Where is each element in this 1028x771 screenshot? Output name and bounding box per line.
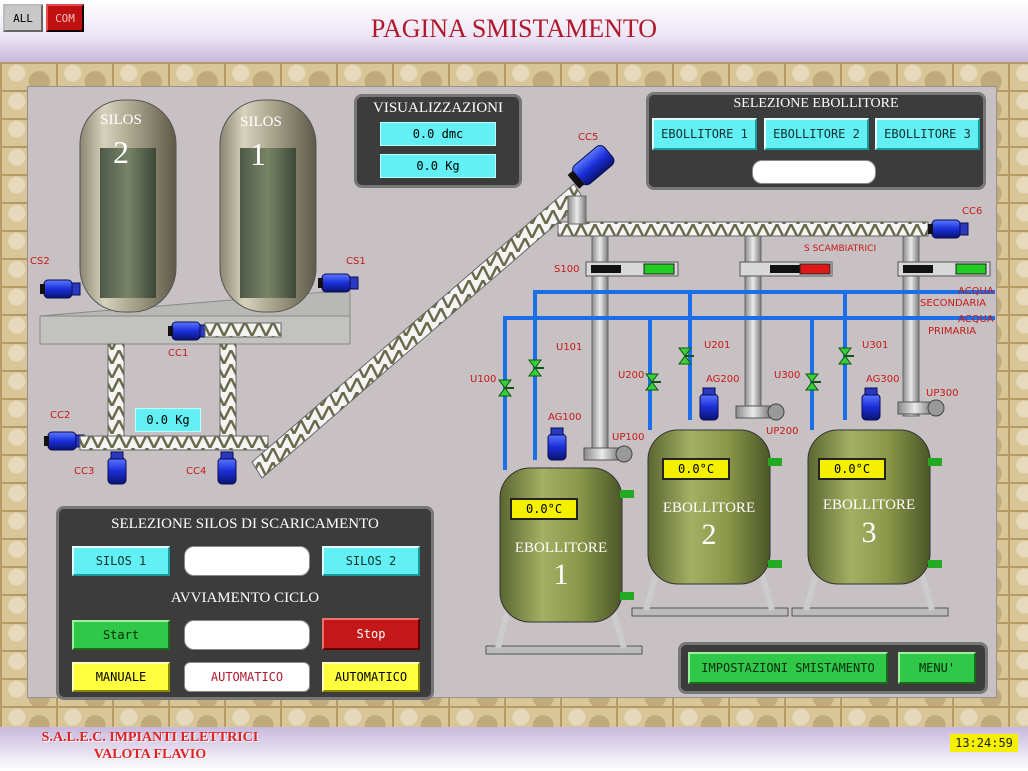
cc2-motor-icon	[43, 431, 85, 451]
conveyor-weight-display: 0.0 Kg	[135, 408, 201, 432]
silo-2-label: SILOS	[100, 112, 142, 128]
tank-2-number: 2	[701, 518, 717, 551]
start-button[interactable]: Start	[72, 620, 170, 650]
ag300-motor-icon	[861, 387, 881, 421]
valve-u101-icon	[528, 359, 545, 377]
visualizzazioni-title: VISUALIZZAZIONI	[373, 100, 503, 116]
cc5-label: CC5	[578, 132, 599, 143]
header-bar	[0, 0, 1028, 62]
footer-bar	[0, 727, 1028, 771]
silo-1-shape	[219, 99, 317, 313]
mode-display: AUTOMATICO	[184, 662, 310, 692]
cc6-motor-icon	[927, 219, 969, 239]
cc4-label: CC4	[186, 466, 207, 477]
process-diagram	[39, 99, 995, 655]
cc3-label: CC3	[74, 466, 95, 477]
weight-display: 0.0 Kg	[380, 154, 496, 178]
silos-2-button[interactable]: SILOS 2	[322, 546, 420, 576]
avviamento-ciclo-title: AVVIAMENTO CICLO	[170, 590, 320, 606]
ebollitore-2-button[interactable]: EBOLLITORE 2	[764, 118, 869, 150]
ag100-motor-icon	[547, 427, 567, 461]
tank-2-label: EBOLLITORE	[662, 500, 756, 516]
company-name: S.A.L.E.C. IMPIANTI ELETTRICI	[41, 730, 259, 745]
u300-label: U300	[774, 370, 801, 381]
scambiatrici-indicator	[739, 261, 833, 277]
up300-label: UP300	[926, 388, 959, 399]
cc6-label: CC6	[962, 206, 983, 217]
cs2-motor-icon	[39, 279, 81, 299]
ag200-label: AG200	[706, 374, 740, 385]
s100-indicator	[585, 261, 679, 277]
silo-discharge-title: SELEZIONE SILOS DI SCARICAMENTO	[111, 516, 379, 532]
u100-label: U100	[470, 374, 497, 385]
cc1-label: CC1	[168, 348, 189, 359]
volume-display: 0.0 dmc	[380, 122, 496, 146]
cs1-motor-icon	[317, 273, 359, 293]
u200-label: U200	[618, 370, 645, 381]
s100-label: S100	[554, 264, 580, 275]
acqua-secondaria-label-1: ACQUA	[958, 286, 994, 297]
tank-3-label: EBOLLITORE	[822, 497, 916, 513]
tank-2-temperature: 0.0°C	[662, 458, 730, 480]
com-button[interactable]: COM	[46, 4, 84, 32]
silo-1-label: SILOS	[240, 114, 282, 130]
u101-label: U101	[556, 342, 583, 353]
tank-3-temperature: 0.0°C	[818, 458, 886, 480]
valve-u301-icon	[838, 347, 855, 365]
impostazioni-smistamento-button[interactable]: IMPOSTAZIONI SMISTAMENTO	[688, 652, 888, 684]
tank-3-number: 3	[861, 516, 877, 549]
ag300-label: AG300	[866, 374, 900, 385]
up100-label: UP100	[612, 432, 645, 443]
manuale-button[interactable]: MANUALE	[72, 662, 170, 692]
tank-1-label: EBOLLITORE	[514, 540, 608, 556]
ag200-motor-icon	[699, 387, 719, 421]
silos-1-button[interactable]: SILOS 1	[72, 546, 170, 576]
acqua-secondaria-label-2: SECONDARIA	[920, 298, 987, 309]
selezione-ebollitore-title: SELEZIONE EBOLLITORE	[733, 96, 899, 111]
silo-1-number: 1	[250, 136, 266, 172]
tank-1-number: 1	[553, 558, 569, 591]
cs2-label: CS2	[30, 256, 50, 267]
tank-1-temperature: 0.0°C	[510, 498, 578, 520]
scambiatrici-label: S SCAMBIATRICI	[804, 244, 877, 254]
ebollitore-selection-display	[752, 160, 876, 184]
automatico-button[interactable]: AUTOMATICO	[322, 662, 420, 692]
s300-indicator	[897, 261, 991, 277]
valve-u300-icon	[805, 373, 822, 391]
acqua-primaria-label-2: PRIMARIA	[928, 326, 977, 337]
u201-label: U201	[704, 340, 731, 351]
valve-u100-icon	[498, 379, 515, 397]
cc5-motor-icon	[567, 145, 615, 189]
up200-label: UP200	[766, 426, 799, 437]
silo-selection-display	[184, 546, 310, 576]
ag100-label: AG100	[548, 412, 582, 423]
acqua-primaria-label-1: ACQUA	[958, 314, 994, 325]
cc1-motor-icon	[167, 321, 209, 341]
company-owner: VALOTA FLAVIO	[93, 747, 207, 762]
cc3-motor-icon	[107, 451, 127, 485]
menu-button[interactable]: MENU'	[898, 652, 976, 684]
cc2-label: CC2	[50, 410, 71, 421]
clock-display: 13:24:59	[950, 734, 1018, 752]
silo-2-shape	[79, 99, 177, 313]
ebollitore-1-button[interactable]: EBOLLITORE 1	[652, 118, 757, 150]
page-title: PAGINA SMISTAMENTO	[370, 14, 658, 43]
ebollitore-3-button[interactable]: EBOLLITORE 3	[875, 118, 980, 150]
cc4-motor-icon	[217, 451, 237, 485]
u301-label: U301	[862, 340, 889, 351]
cs1-label: CS1	[346, 256, 366, 267]
stop-button[interactable]: Stop	[322, 618, 420, 650]
silo-2-number: 2	[113, 134, 129, 170]
all-button[interactable]: ALL	[3, 4, 43, 32]
cycle-status-display	[184, 620, 310, 650]
